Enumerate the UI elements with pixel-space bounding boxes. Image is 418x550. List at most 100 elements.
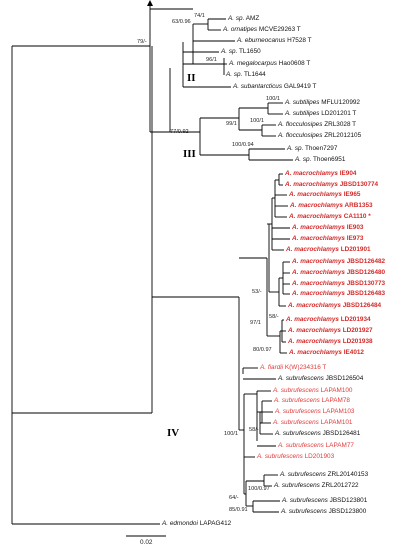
- tip-epithet: macrochlamys: [296, 337, 341, 345]
- tip-label: A. macrochlamys LD201934: [286, 315, 371, 323]
- tip-voucher: AMZ: [245, 14, 260, 22]
- tip-label: A. macrochlamys ARB1353: [290, 201, 373, 209]
- tip-label: A. sp. TL1650: [221, 48, 261, 55]
- tip-genus: A.: [275, 429, 282, 437]
- tip-genus: A.: [292, 234, 299, 242]
- tip-genus: A.: [290, 201, 297, 209]
- tip-label: A. macrochlamys LD201901: [286, 245, 371, 253]
- tip-label: A. macrochlamys JBSD126483: [292, 289, 386, 297]
- tip-genus: A.: [285, 98, 292, 106]
- tip-voucher: MFLU120992: [321, 98, 360, 106]
- tip-epithet: macrochlamys: [294, 245, 339, 253]
- tip-label: A. sp. TL1644: [226, 70, 266, 78]
- tip-epithet: subrufescens: [285, 374, 324, 382]
- tip-voucher: ZRL2012722: [321, 481, 359, 489]
- tip-voucher: TL1644: [244, 70, 266, 78]
- tip-epithet: subtilipes: [292, 98, 320, 106]
- tip-epithet: macrochlamys: [297, 190, 342, 198]
- tip-epithet: macrochlamys: [296, 301, 341, 309]
- tip-epithet: flocculosipes: [285, 131, 323, 139]
- tip-genus: A.: [289, 348, 296, 356]
- tip-label: A. macrochlamys LD201927: [288, 326, 373, 334]
- tip-voucher: CA1110 *: [343, 212, 371, 220]
- tip-voucher: ZRL20140153: [327, 470, 369, 478]
- tip-epithet: subrufescens: [264, 452, 303, 460]
- tip-genus: A.: [286, 245, 293, 253]
- tip-epithet: macrochlamys: [298, 201, 343, 209]
- tip-voucher: IE965: [343, 190, 361, 198]
- support-value: 77/0.92: [170, 129, 189, 135]
- tip-voucher: JBSD126482: [346, 257, 386, 265]
- tip-voucher: JBSD123800: [328, 507, 367, 515]
- tip-epithet: ornatipes: [230, 25, 258, 33]
- tip-genus: A.: [289, 190, 296, 198]
- support-value: 100/0.97: [248, 486, 270, 492]
- tip-voucher: JBSD130774: [339, 180, 379, 188]
- tip-label: A. flocculosipes ZRL3028 T: [278, 120, 356, 128]
- tip-label: A. flocculosipes ZRL2012105: [278, 131, 362, 139]
- support-value: 74/1: [194, 13, 205, 19]
- tip-label: A. sp. Thoen6951: [295, 155, 346, 163]
- tip-voucher: JBSD126504: [325, 374, 364, 382]
- tip-genus: A.: [273, 418, 280, 426]
- tip-voucher: LD201938: [342, 337, 373, 345]
- tip-label: A. macrochlamys JBSD130774: [285, 180, 379, 188]
- support-value: 85/0.91: [229, 507, 248, 513]
- tip-voucher: Thoen7297: [305, 144, 338, 152]
- tip-epithet: subrufescens: [289, 496, 328, 504]
- support-value: 79/-: [137, 39, 147, 45]
- tip-epithet: subrufescens: [288, 507, 327, 515]
- tip-genus: A.: [273, 386, 280, 394]
- tip-epithet: macrochlamys: [297, 212, 342, 220]
- tip-label: A. macrochlamys JBSD126484: [288, 301, 381, 309]
- tip-voucher: Thoen6951: [313, 155, 346, 163]
- support-value: 53/-: [252, 289, 262, 295]
- tip-genus: A.: [278, 131, 285, 139]
- tip-epithet: subrufescens: [285, 441, 324, 449]
- tip-label: A. eburneocanus H7528 T: [237, 37, 312, 44]
- tip-genus: A.: [286, 315, 293, 323]
- tip-genus: A.: [281, 507, 288, 515]
- tip-label: A. macrochlamys IE965: [289, 190, 361, 198]
- tip-label: A. macrochlamys CA1110 *: [289, 212, 371, 220]
- tip-label: A. subrufescens LAPAM103: [275, 407, 354, 415]
- tip-epithet: subrufescens: [282, 407, 321, 415]
- tip-voucher: LD201903: [304, 452, 335, 460]
- clade-label: II: [187, 72, 196, 84]
- support-value: 58/-: [269, 314, 279, 320]
- tip-voucher: IE4012: [343, 348, 364, 356]
- tip-genus: A.: [292, 279, 299, 287]
- tip-epithet: macrochlamys: [300, 257, 345, 265]
- tip-voucher: Hao0608 T: [278, 59, 311, 67]
- tip-genus: A.: [274, 396, 281, 404]
- tip-voucher: ZRL2012105: [324, 131, 362, 139]
- tip-genus: A.: [278, 441, 285, 449]
- tip-voucher: JBSD126481: [322, 429, 361, 437]
- tip-genus: A.: [226, 70, 233, 78]
- tip-genus: A.: [233, 82, 240, 90]
- tip-label: A. subrufescens JBSD123800: [281, 507, 367, 515]
- tip-label: A. sp. AMZ: [228, 14, 260, 22]
- tip-label: A. macrochlamys IE4012: [289, 348, 364, 356]
- tip-label: A. subrufescens JBSD126504: [278, 374, 364, 382]
- support-value: 97/1: [250, 320, 261, 326]
- tip-epithet: macrochlamys: [300, 223, 345, 231]
- tip-epithet: subantarcticus: [240, 82, 283, 90]
- tip-label: A. subrufescens ZRL20140153: [280, 470, 369, 478]
- tip-voucher: JBSD126483: [346, 289, 386, 297]
- tip-voucher: LD201927: [342, 326, 373, 334]
- tip-genus: A.: [295, 155, 302, 163]
- support-value: 100/0.94: [232, 142, 254, 148]
- tip-epithet: macrochlamys: [297, 348, 342, 356]
- tip-voucher: ARB1353: [344, 201, 373, 209]
- tip-epithet: macrochlamys: [293, 169, 338, 177]
- tip-label: A. subrufescens JBSD126481: [275, 429, 361, 437]
- tip-genus: A.: [278, 374, 285, 382]
- tip-label: A. subtilipes MFLU120992: [285, 98, 360, 106]
- tip-epithet: macrochlamys: [293, 180, 338, 188]
- tip-voucher: IE903: [346, 223, 364, 231]
- tip-genus: A.: [278, 120, 285, 128]
- clade-label: III: [183, 148, 196, 160]
- tip-epithet: flocculosipes: [285, 120, 323, 128]
